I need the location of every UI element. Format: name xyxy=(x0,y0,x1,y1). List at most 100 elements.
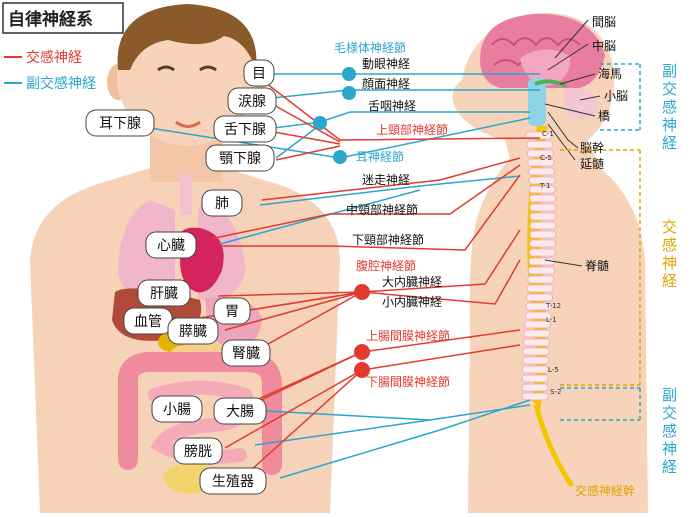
nerve-superior-cervical: 上頸部神経節 xyxy=(376,122,448,137)
svg-text:S-2: S-2 xyxy=(550,388,561,396)
nerve-superior-mesenteric: 上腸間膜神経節 xyxy=(366,328,450,343)
celiac-ganglion-dot xyxy=(354,284,370,300)
organ-label-vessel: 血管 xyxy=(123,307,173,335)
left-mouth xyxy=(175,120,201,128)
brain-spinal-cord: 脊髄 xyxy=(585,258,609,273)
svg-text:C-5: C-5 xyxy=(540,154,552,162)
organ-label-submandibular: 顎下腺 xyxy=(205,144,275,172)
brain-midbrain: 中脳 xyxy=(592,38,616,53)
sympathetic-ganglia xyxy=(354,284,370,378)
vertebra xyxy=(524,311,552,320)
organ-label-heart: 心臓 xyxy=(145,231,197,259)
vertebra xyxy=(528,185,556,194)
svg-text:膵臓: 膵臓 xyxy=(179,324,207,340)
svg-text:心臓: 心臓 xyxy=(157,238,185,254)
organ-label-genital: 生殖器 xyxy=(199,467,267,495)
vertebra xyxy=(529,203,557,212)
organ-label-large-intestine: 大腸 xyxy=(213,397,267,425)
ciliary-ganglion-dot xyxy=(342,67,356,81)
vertebra xyxy=(526,140,554,149)
large-intestine-shape xyxy=(118,352,282,475)
vertebra xyxy=(528,257,556,266)
vertebra-labels: C-1 C-5 T-1 T-12 L-1 L-5 S-2 xyxy=(539,130,561,396)
hippocampus-line xyxy=(534,79,567,88)
vertebra xyxy=(521,374,549,383)
svg-text:小腸: 小腸 xyxy=(163,402,191,418)
bracket-parasympathetic-top xyxy=(600,63,641,131)
sympathetic-lines xyxy=(174,79,541,481)
otic-ganglion-dot xyxy=(333,150,347,164)
vertebra xyxy=(521,365,549,374)
svg-text:T-12: T-12 xyxy=(545,302,561,310)
vertebra xyxy=(522,356,549,365)
right-figure xyxy=(452,12,648,513)
organ-label-pancreas: 膵臓 xyxy=(167,317,219,345)
brain-brainstem: 脳幹 xyxy=(580,140,604,155)
vertebra xyxy=(523,338,550,347)
vertebra xyxy=(524,320,551,329)
brain-hippocampus: 海馬 xyxy=(598,66,622,81)
vertebra xyxy=(521,392,549,401)
nerve-celiac: 腹腔神経節 xyxy=(356,258,416,273)
brain-diencephalon: 間脳 xyxy=(592,15,616,29)
vertebra xyxy=(527,266,555,275)
vertebra xyxy=(526,293,553,302)
svg-text:T-1: T-1 xyxy=(539,182,551,190)
legend-sympathetic-label: 交感神経 xyxy=(26,49,82,66)
organ-label-eye: 目 xyxy=(243,59,275,87)
svg-text:大腸: 大腸 xyxy=(226,404,254,420)
organ-label-kidney: 腎臓 xyxy=(221,339,271,367)
nerve-inferior-cervical: 下頸部神経節 xyxy=(352,232,424,247)
organ-label-parotid: 耳下腺 xyxy=(85,109,155,137)
nerve-labels: 毛様体神経節 動眼神経 顔面神経 舌咽神経 上頸部神経節 耳神経節 迷走神経 中… xyxy=(334,40,450,389)
inferior-mesenteric-ganglion-dot xyxy=(354,362,370,378)
svg-text:肺: 肺 xyxy=(215,196,229,212)
vertebra xyxy=(528,248,556,257)
nerve-facial: 顔面神経 xyxy=(362,76,410,91)
organ-labels: 目 涙腺 舌下腺 顎下腺 耳下腺 肺 心臓 肝臓 胃 血管 膵臓 腎臓 小腸 大… xyxy=(85,59,277,495)
vertebra xyxy=(521,383,549,392)
title-box xyxy=(2,2,124,34)
svg-text:血管: 血管 xyxy=(134,314,162,330)
brain-sympathetic-trunk: 交感神経幹 xyxy=(575,483,635,498)
brain-cerebellum: 小脳 xyxy=(604,89,628,103)
parasympathetic-ganglia xyxy=(313,67,356,164)
nerve-middle-cervical: 中頸部神経節 xyxy=(346,202,418,217)
bracket-sympathetic xyxy=(560,149,641,386)
svg-text:膀胱: 膀胱 xyxy=(184,443,212,460)
nerve-ciliary-ganglion: 毛様体神経節 xyxy=(334,40,406,55)
organ-label-lung: 肺 xyxy=(201,189,243,217)
vertebra xyxy=(527,158,555,167)
side-label-parasympathetic-top: 副交感神経 xyxy=(662,62,679,152)
nerve-vagus: 迷走神経 xyxy=(362,173,410,187)
left-hair xyxy=(117,4,257,70)
organ-label-lacrimal: 涙腺 xyxy=(227,87,277,115)
nerve-oculomotor: 動眼神経 xyxy=(362,57,410,71)
organ-label-sublingual: 舌下腺 xyxy=(213,115,277,143)
vertebra xyxy=(523,329,551,338)
left-eye-l xyxy=(157,65,175,72)
vertebra xyxy=(529,194,557,203)
nerve-otic-ganglion: 耳神経節 xyxy=(356,149,404,164)
vertebra xyxy=(525,131,553,140)
svg-text:涙腺: 涙腺 xyxy=(238,93,266,110)
trunk-tail xyxy=(533,404,575,488)
svg-text:C-1: C-1 xyxy=(542,130,554,138)
svg-text:舌下腺: 舌下腺 xyxy=(224,122,266,138)
vertebra xyxy=(528,167,555,176)
nerve-inferior-mesenteric: 下腸間膜神経節 xyxy=(366,374,450,389)
brain-medulla: 延髄 xyxy=(580,156,604,171)
vertebrae-column xyxy=(521,131,557,401)
side-brackets xyxy=(560,63,641,421)
superior-mesenteric-ganglion-dot xyxy=(354,344,370,360)
svg-text:顎下腺: 顎下腺 xyxy=(219,151,261,167)
vertebra xyxy=(528,176,556,185)
nerve-lesser-splanchnic: 小内臓神経 xyxy=(382,295,442,309)
bracket-parasympathetic-bottom xyxy=(560,387,641,421)
svg-text:目: 目 xyxy=(252,66,266,82)
submandibular-ganglion-dot xyxy=(313,116,327,130)
vertebra xyxy=(522,347,550,356)
title: 自律神経系 xyxy=(8,9,93,30)
